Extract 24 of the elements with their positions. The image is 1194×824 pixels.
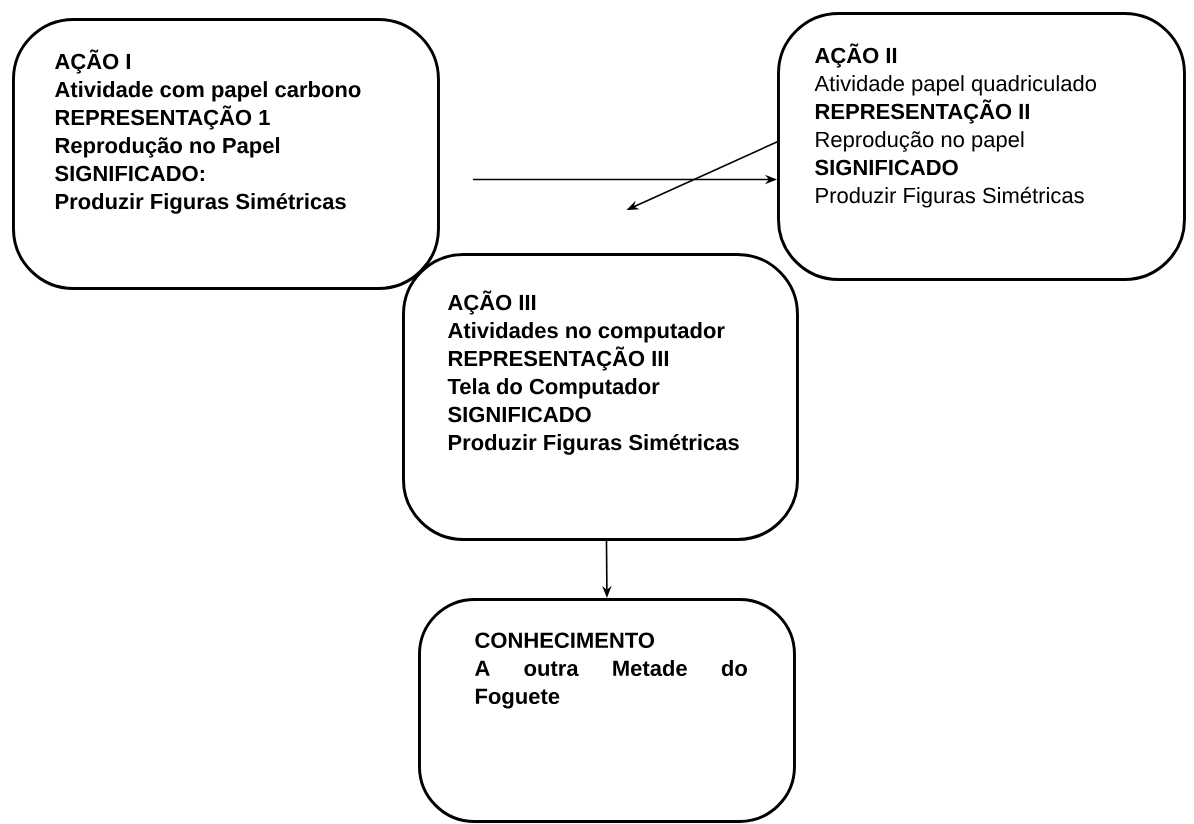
node-text: Atividades no computador [448,322,725,343]
node-text: AÇÃO II [815,43,897,68]
node-text: Tela do Computador [447,378,660,399]
node-text: AÇÃO I [55,49,130,74]
rounded-box [777,12,1186,281]
node-text: CONHECIMENTO [475,632,655,649]
node-text: SIGNIFICADO: [55,165,204,182]
node-text: AÇÃO III [448,290,536,315]
node-text: Produzir Figuras Simétricas [55,192,346,214]
node-text: SIGNIFICADO [815,159,958,176]
node-text: Produzir Figuras Simétricas [448,433,739,455]
node-text: REPRESENTAÇÃO 1 [55,105,270,130]
node-text: Produzir Figuras Simétricas [816,186,1084,208]
node-text: SIGNIFICADO [448,406,591,423]
node-text: REPRESENTAÇÃO II [815,99,1029,124]
rounded-box [418,598,796,823]
node-text: Reprodução no papel [816,131,1024,152]
rounded-box [402,253,799,541]
node-text: Reprodução no Papel [55,137,280,158]
node-text: Atividade papel quadriculado [814,75,1096,96]
node-text: A outra Metade do Foguete [475,659,747,709]
node-text: REPRESENTAÇÃO III [448,346,669,371]
rounded-box [12,18,440,290]
node-text: Atividade com papel carbono [55,81,361,102]
